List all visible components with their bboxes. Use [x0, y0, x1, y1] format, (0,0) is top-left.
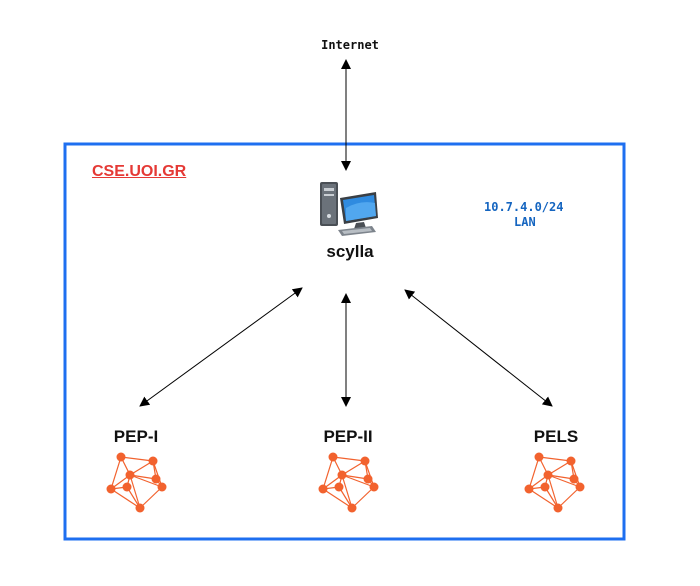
org-title: CSE.UOI.GR [92, 163, 187, 180]
lan-info: 10.7.4.0/24 LAN [484, 200, 563, 230]
computer-icon [320, 182, 378, 236]
cluster-name-pels: PELS [533, 427, 579, 446]
cluster-graph-icon [524, 452, 585, 513]
cluster-graph-icon [106, 452, 167, 513]
cluster-name-pep-ii: PEP-II [323, 427, 373, 446]
lan-label: LAN [514, 215, 536, 229]
subnet-label: 10.7.4.0/24 [484, 200, 564, 214]
link-pep-i [139, 287, 303, 407]
internet-label: Internet [321, 38, 379, 52]
cluster-graph-icon [318, 452, 379, 513]
server-name: scylla [326, 242, 374, 261]
link-pels [404, 289, 553, 407]
cluster-name-pep-i: PEP-I [113, 427, 159, 446]
